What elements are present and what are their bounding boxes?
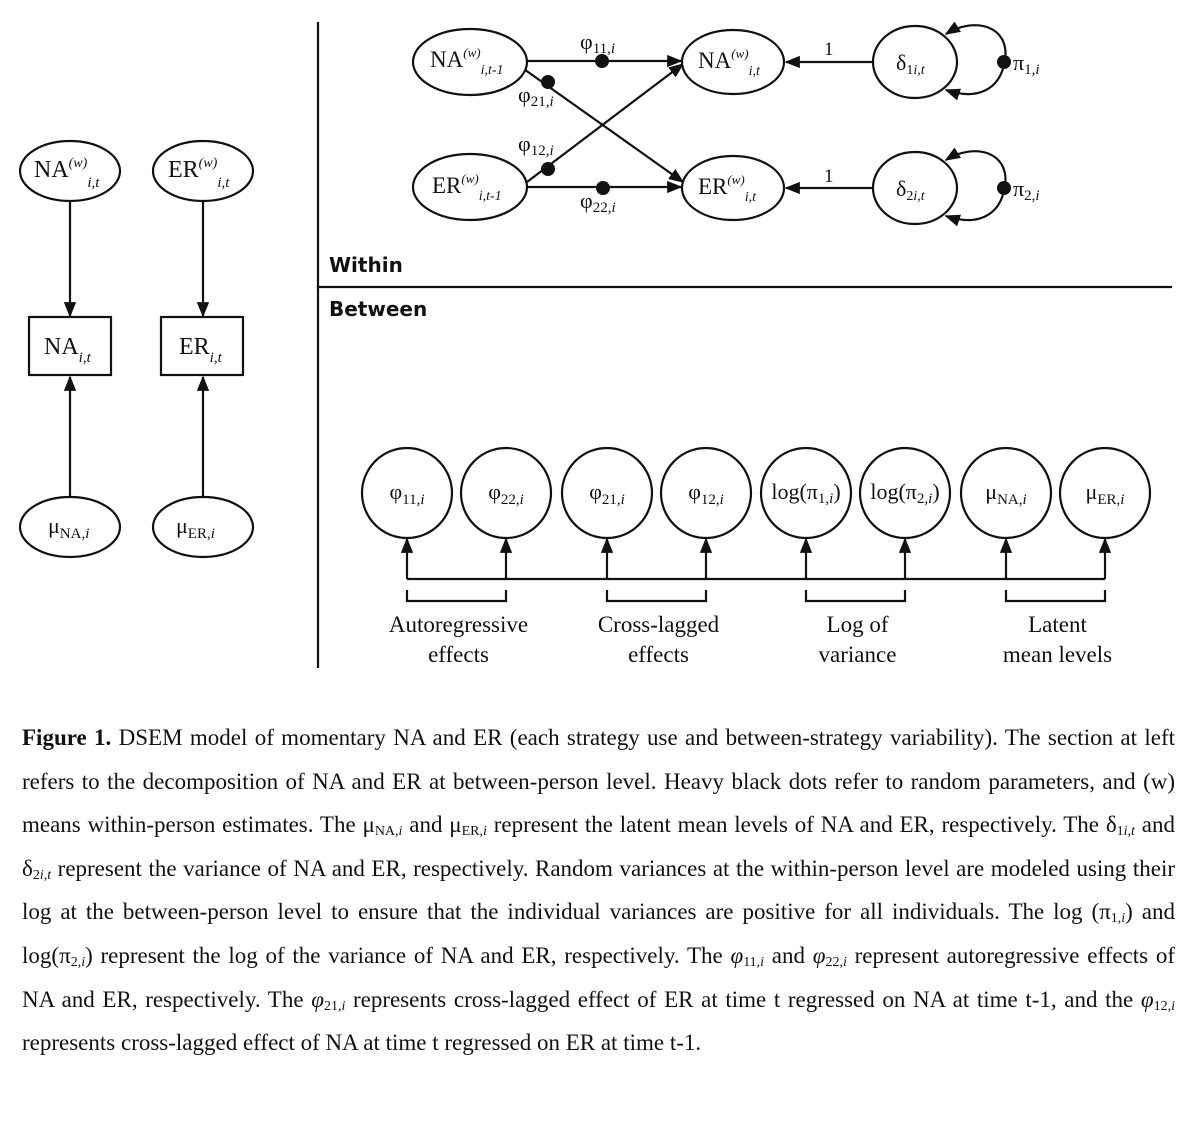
group-bracket-2 — [804, 590, 907, 603]
path-phi12 — [526, 63, 685, 183]
svg-text:log(π2,i): log(π2,i) — [870, 479, 939, 507]
group-label-2-line2: variance — [819, 642, 897, 667]
random-dot-pi2 — [997, 181, 1011, 195]
svg-text:ERi,t: ERi,t — [179, 334, 223, 366]
random-dot-pi1 — [997, 55, 1011, 69]
svg-text:φ12,i: φ12,i — [688, 479, 724, 508]
random-dot-phi11 — [595, 54, 609, 68]
label-phi12: φ12,i — [518, 131, 554, 159]
group-label-1-line2: effects — [628, 642, 689, 667]
group-bracket-3 — [1004, 590, 1107, 603]
label-loading2: 1 — [824, 166, 834, 187]
between-node-5: log(π2,i) — [858, 446, 952, 540]
node-er-lag: ER(w)i,t-1 — [411, 152, 529, 222]
svg-text:φ21,i: φ21,i — [589, 479, 625, 508]
svg-text:ER(w)i,t: ER(w)i,t — [698, 172, 757, 205]
between-label: Between — [329, 297, 427, 321]
node-er-now: ER(w)i,t — [680, 154, 786, 222]
label-phi22: φ22,i — [580, 188, 616, 216]
between-node-7: μER,i — [1058, 446, 1152, 540]
svg-text:φ11,i: φ11,i — [389, 479, 424, 508]
within-label: Within — [329, 253, 403, 277]
between-model: φ11,i φ22,i φ21,i φ12,i log(π1,i) log(π2,i) μN… — [360, 446, 1152, 667]
group-label-0-line1: Autoregressive — [389, 612, 528, 637]
label-phi11: φ11,i — [580, 29, 615, 57]
group-label-2-line1: Log of — [827, 612, 889, 637]
between-node-6: μNA,i — [959, 446, 1053, 540]
svg-text:NAi,t: NAi,t — [44, 334, 92, 366]
node-na-lag: NA(w)i,t-1 — [411, 27, 529, 97]
svg-text:log(π1,i): log(π1,i) — [771, 479, 840, 507]
svg-text:μER,i: μER,i — [176, 513, 215, 542]
node-er-latent: ER(w)i,t — [151, 139, 255, 203]
node-er-observed: ERi,t — [159, 315, 245, 377]
svg-text:NA(w)i,t: NA(w)i,t — [34, 156, 100, 191]
svg-text:μER,i: μER,i — [1086, 479, 1125, 508]
group-label-1-line1: Cross-lagged — [598, 612, 720, 637]
random-dot-phi22 — [596, 181, 610, 195]
between-node-3: φ12,i — [659, 446, 753, 540]
label-loading1: 1 — [824, 39, 834, 60]
label-pi1: π1,i — [1013, 50, 1040, 78]
figure-caption: Figure 1. DSEM model of momentary NA and… — [22, 725, 1176, 1056]
group-label-3-line2: mean levels — [1003, 642, 1112, 667]
svg-text:ER(w)i,t-1: ER(w)i,t-1 — [432, 171, 502, 204]
between-node-1: φ22,i — [459, 446, 553, 540]
group-bracket-0 — [405, 590, 508, 603]
svg-text:ER(w)i,t: ER(w)i,t — [168, 156, 230, 191]
random-dot-phi12 — [541, 162, 555, 176]
between-node-4: log(π1,i) — [759, 446, 853, 540]
node-er-mean: μER,i — [151, 495, 255, 559]
between-node-0: φ11,i — [360, 446, 454, 540]
svg-text:δ1i,t: δ1i,t — [896, 50, 926, 78]
node-delta2: δ2i,t — [871, 150, 959, 226]
label-pi2: π2,i — [1013, 176, 1040, 204]
between-node-2: φ21,i — [560, 446, 654, 540]
group-label-3-line1: Latent — [1028, 612, 1087, 637]
dsem-diagram: Within Between NA(w)i,t ER(w)i,t NAi,t E… — [18, 21, 1172, 668]
svg-text:NA(w)i,t-1: NA(w)i,t-1 — [430, 45, 504, 78]
node-delta1: δ1i,t — [871, 24, 959, 100]
svg-text:μNA,i: μNA,i — [48, 513, 89, 542]
random-dot-phi21 — [541, 75, 555, 89]
svg-text:μNA,i: μNA,i — [985, 479, 1026, 508]
caption-label: Figure 1. — [22, 725, 112, 750]
label-phi21: φ21,i — [518, 82, 554, 110]
node-na-mean: μNA,i — [18, 495, 122, 559]
svg-text:δ2i,t: δ2i,t — [896, 176, 926, 204]
group-label-0-line2: effects — [428, 642, 489, 667]
node-na-observed: NAi,t — [27, 315, 113, 377]
svg-text:NA(w)i,t: NA(w)i,t — [698, 46, 761, 79]
group-bracket-1 — [605, 590, 708, 603]
node-na-latent: NA(w)i,t — [18, 139, 122, 203]
node-na-now: NA(w)i,t — [680, 28, 786, 96]
svg-text:φ22,i: φ22,i — [488, 479, 524, 508]
